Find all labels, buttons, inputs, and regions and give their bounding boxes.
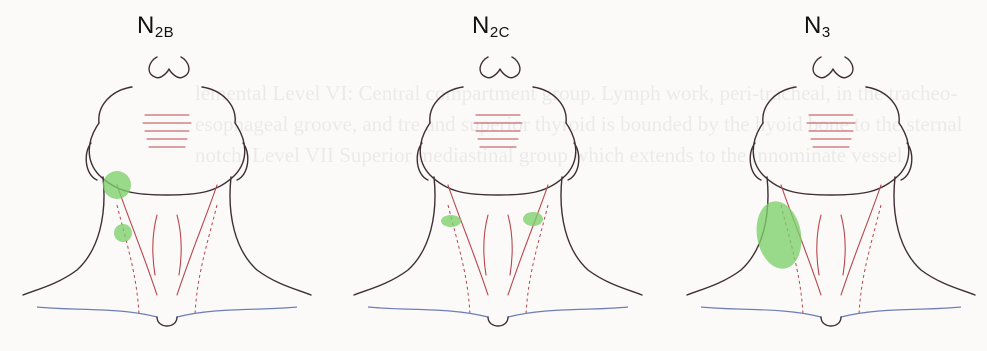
- nose-outline: [149, 57, 189, 78]
- neck-left-outline: [23, 177, 104, 295]
- trachea: [817, 215, 845, 275]
- neck-right-outline: [894, 177, 975, 295]
- sternum: [488, 317, 508, 326]
- level-boundary-right: [859, 205, 881, 315]
- nose-outline: [813, 57, 853, 78]
- head-outline: [99, 87, 235, 123]
- lymph-node-right: [523, 212, 543, 226]
- trachea: [484, 215, 512, 275]
- label-subscript: 2B: [155, 24, 174, 41]
- scm-right: [177, 185, 217, 295]
- panel-label-n2c: N2C: [472, 12, 510, 41]
- scm-right: [508, 185, 548, 295]
- lymph-node-lower: [114, 224, 132, 242]
- neck-diagram-n2b: [17, 45, 317, 345]
- label-main-text: N: [804, 12, 822, 39]
- neck-right-outline: [561, 177, 642, 295]
- hyoid-striations: [807, 115, 855, 147]
- lymph-node-upper: [103, 171, 131, 199]
- level-boundary-right: [195, 205, 217, 315]
- neck-anatomy-drawing: [354, 57, 642, 326]
- head-outline: [763, 87, 899, 123]
- lymph-node-mass: [751, 198, 806, 273]
- label-main-text: N: [472, 12, 490, 39]
- neck-right-outline: [230, 177, 311, 295]
- label-subscript: 2C: [490, 24, 510, 41]
- lymph-node-left: [441, 215, 461, 227]
- hyoid-striations: [474, 115, 522, 147]
- panel-label-n3: N3: [804, 12, 831, 41]
- label-subscript: 3: [822, 24, 831, 41]
- jaw-outline: [420, 123, 576, 195]
- jaw-outline: [753, 123, 909, 195]
- neck-diagram-n3: [681, 45, 981, 345]
- hyoid-striations: [143, 115, 191, 147]
- neck-diagram-n2c: [348, 45, 648, 345]
- sternum: [157, 317, 177, 326]
- neck-left-outline: [687, 177, 768, 295]
- scm-left: [448, 185, 488, 295]
- level-boundary-left: [117, 205, 139, 315]
- neck-anatomy-drawing: [23, 57, 311, 326]
- neck-left-outline: [354, 177, 435, 295]
- neck-anatomy-drawing: [687, 57, 975, 326]
- trachea: [153, 215, 181, 275]
- head-outline: [430, 87, 566, 123]
- nose-outline: [480, 57, 520, 78]
- label-main-text: N: [137, 12, 155, 39]
- sternum: [821, 317, 841, 326]
- scm-right: [841, 185, 881, 295]
- panel-label-n2b: N2B: [137, 12, 174, 41]
